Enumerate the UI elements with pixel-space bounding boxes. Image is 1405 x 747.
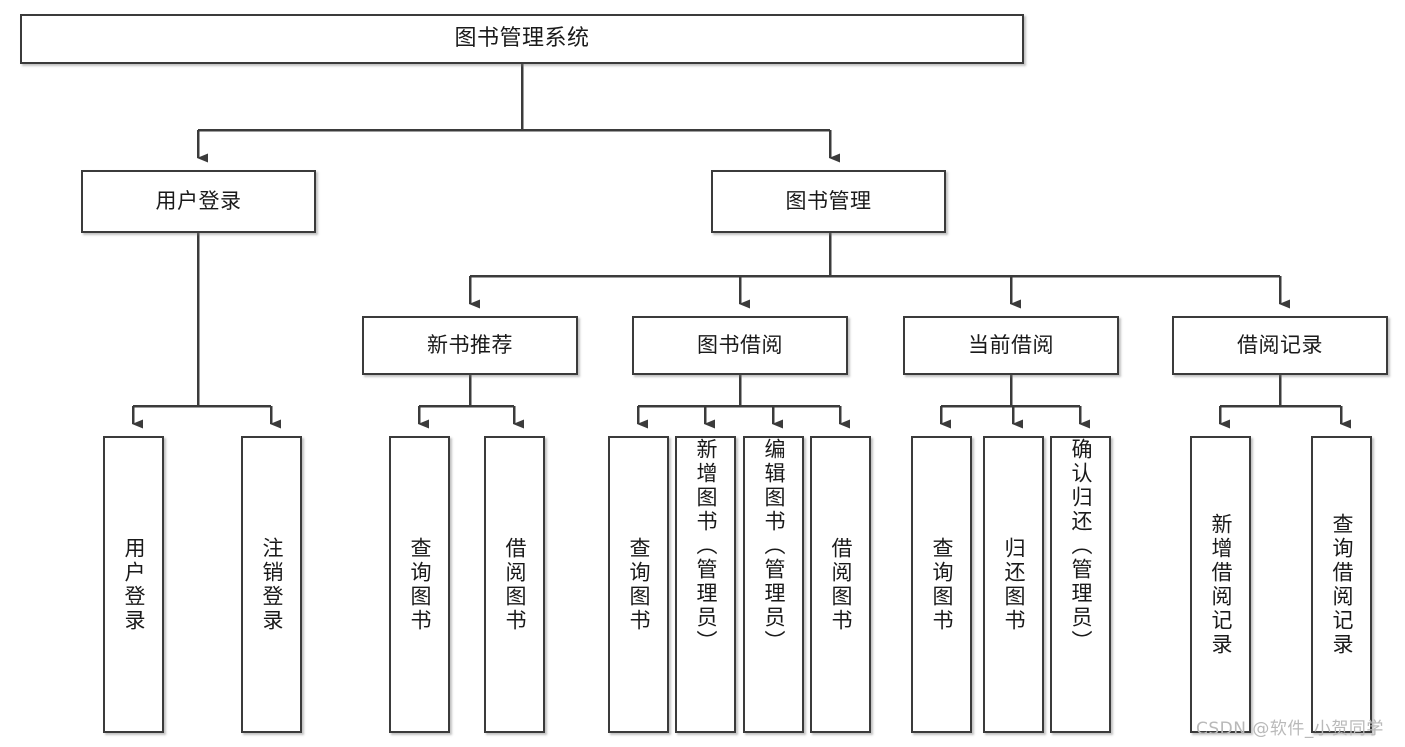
node-label: 借阅图书 — [829, 536, 853, 633]
node-label: 图书管理系统 — [454, 26, 590, 52]
node-label: 归还图书 — [1002, 536, 1026, 633]
leaf-edit-book-admin[interactable]: 编辑图书（管理员） — [743, 436, 804, 733]
node-label: 确认归还（管理员） — [1069, 438, 1093, 654]
leaf-confirm-return-admin[interactable]: 确认归还（管理员） — [1050, 436, 1111, 733]
leaf-query-borrow-record[interactable]: 查询借阅记录 — [1311, 436, 1372, 733]
leaf-return-book[interactable]: 归还图书 — [983, 436, 1044, 733]
leaf-user-login[interactable]: 用户登录 — [103, 436, 164, 733]
node-label: 当前借阅 — [968, 333, 1054, 358]
node-label: 借阅图书 — [503, 536, 527, 633]
leaf-query-book-current[interactable]: 查询图书 — [911, 436, 972, 733]
node-label: 查询图书 — [408, 536, 432, 633]
node-label: 新增图书（管理员） — [694, 438, 718, 654]
node-label: 用户登录 — [122, 536, 146, 633]
leaf-add-borrow-record[interactable]: 新增借阅记录 — [1190, 436, 1251, 733]
node-label: 图书管理 — [785, 189, 872, 214]
node-label: 查询借阅记录 — [1330, 512, 1354, 657]
node-label: 借阅记录 — [1237, 333, 1323, 358]
node-user-login[interactable]: 用户登录 — [81, 170, 316, 233]
node-label: 注销登录 — [260, 536, 284, 633]
node-label: 新增借阅记录 — [1209, 512, 1233, 657]
node-label: 用户登录 — [155, 189, 242, 214]
csdn-watermark: CSDN @软件_小贺同学 — [1196, 719, 1384, 739]
node-borrow-record[interactable]: 借阅记录 — [1172, 316, 1388, 375]
leaf-borrow-book-new[interactable]: 借阅图书 — [484, 436, 545, 733]
leaf-logout[interactable]: 注销登录 — [241, 436, 302, 733]
leaf-query-book-new[interactable]: 查询图书 — [389, 436, 450, 733]
leaf-borrow-book[interactable]: 借阅图书 — [810, 436, 871, 733]
leaf-query-book-borrow[interactable]: 查询图书 — [608, 436, 669, 733]
node-label: 查询图书 — [627, 536, 651, 633]
node-book-borrow[interactable]: 图书借阅 — [632, 316, 848, 375]
node-label: 编辑图书（管理员） — [762, 438, 786, 654]
node-current-borrow[interactable]: 当前借阅 — [903, 316, 1119, 375]
node-root-system[interactable]: 图书管理系统 — [20, 14, 1024, 64]
leaf-add-book-admin[interactable]: 新增图书（管理员） — [675, 436, 736, 733]
node-label: 查询图书 — [930, 536, 954, 633]
node-label: 新书推荐 — [427, 333, 513, 358]
node-book-management[interactable]: 图书管理 — [711, 170, 946, 233]
node-label: 图书借阅 — [697, 333, 783, 358]
node-new-book-recommend[interactable]: 新书推荐 — [362, 316, 578, 375]
